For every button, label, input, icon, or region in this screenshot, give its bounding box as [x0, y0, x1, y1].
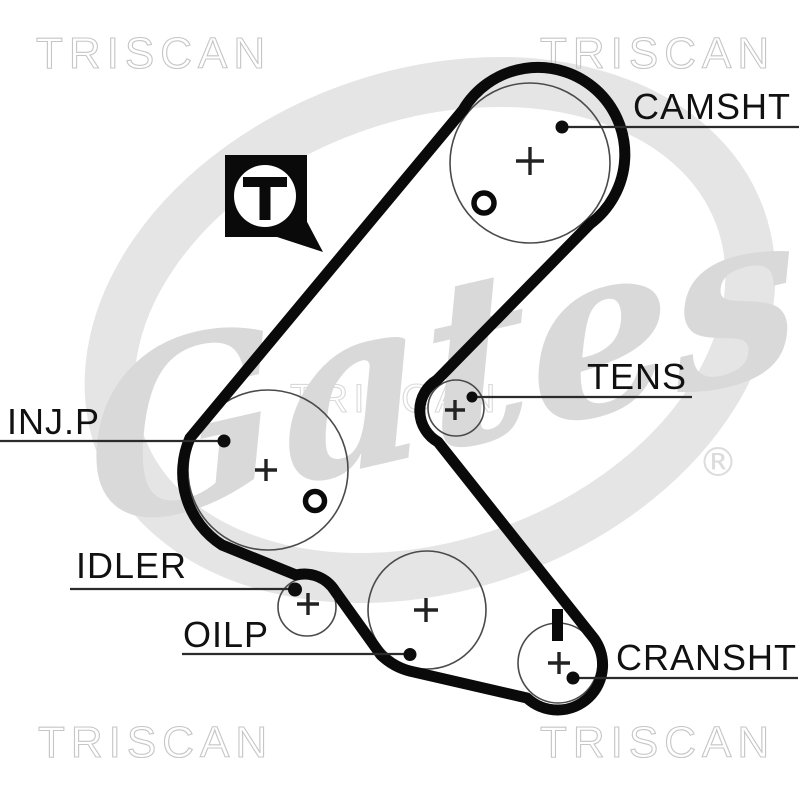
camshaft-pulley — [449, 82, 611, 244]
triscan-watermark-top-left: TRISCAN — [36, 29, 271, 78]
injection-pump-bolt-hole — [302, 488, 328, 514]
label-crankshaft: CRANSHT — [616, 637, 797, 678]
oil-pump-leader-dot — [403, 648, 417, 661]
label-oil-pump: OILP — [183, 614, 269, 655]
idler-center-mark — [297, 593, 319, 615]
triscan-watermarks: TRISCAN TRISCAN TRISCAN TRISCAN TRISCAN — [35, 28, 775, 767]
crankshaft-leader-dot — [566, 671, 580, 685]
part-labels: CAMSHT TENS INJ.P IDLER OILP CRANSHT — [7, 86, 797, 678]
crankshaft-center-mark — [548, 652, 570, 674]
oil-pump-center-mark — [414, 598, 438, 622]
injection-pump-leader-dot — [217, 434, 231, 448]
label-camshaft: CAMSHT — [633, 86, 791, 127]
triscan-watermark-bottom-right: TRISCAN — [540, 718, 775, 767]
timing-mark-letter — [243, 177, 287, 220]
tensioner-pulley — [427, 379, 485, 437]
injection-pump-center-mark — [255, 459, 277, 481]
label-idler: IDLER — [76, 545, 187, 586]
timing-belt — [177, 61, 631, 716]
tensioner-center-mark — [445, 400, 465, 420]
registered-trademark-icon: ® — [698, 440, 738, 486]
label-injection-pump: INJ.P — [7, 401, 100, 442]
camshaft-center-mark — [516, 147, 544, 175]
gates-oval-swash — [84, 57, 776, 603]
camshaft-leader-dot — [555, 120, 569, 134]
idler-leader-dot — [288, 582, 302, 597]
triscan-watermark-top-right: TRISCAN — [540, 29, 775, 78]
oil-pump-pulley — [367, 550, 487, 670]
tensioner-leader-dot — [466, 391, 478, 403]
leader-lines — [0, 125, 799, 680]
crankshaft-timing-mark — [552, 609, 563, 641]
camshaft-bolt-hole — [471, 190, 497, 216]
triscan-watermark-center: TRISCAN — [290, 377, 501, 421]
timing-mark-icon — [225, 155, 323, 252]
leader-dots — [217, 120, 580, 685]
triscan-watermark-bottom-left: TRISCAN — [38, 718, 273, 767]
center-marks — [255, 147, 570, 674]
bolt-holes — [302, 190, 497, 514]
label-tensioner: TENS — [587, 356, 687, 397]
